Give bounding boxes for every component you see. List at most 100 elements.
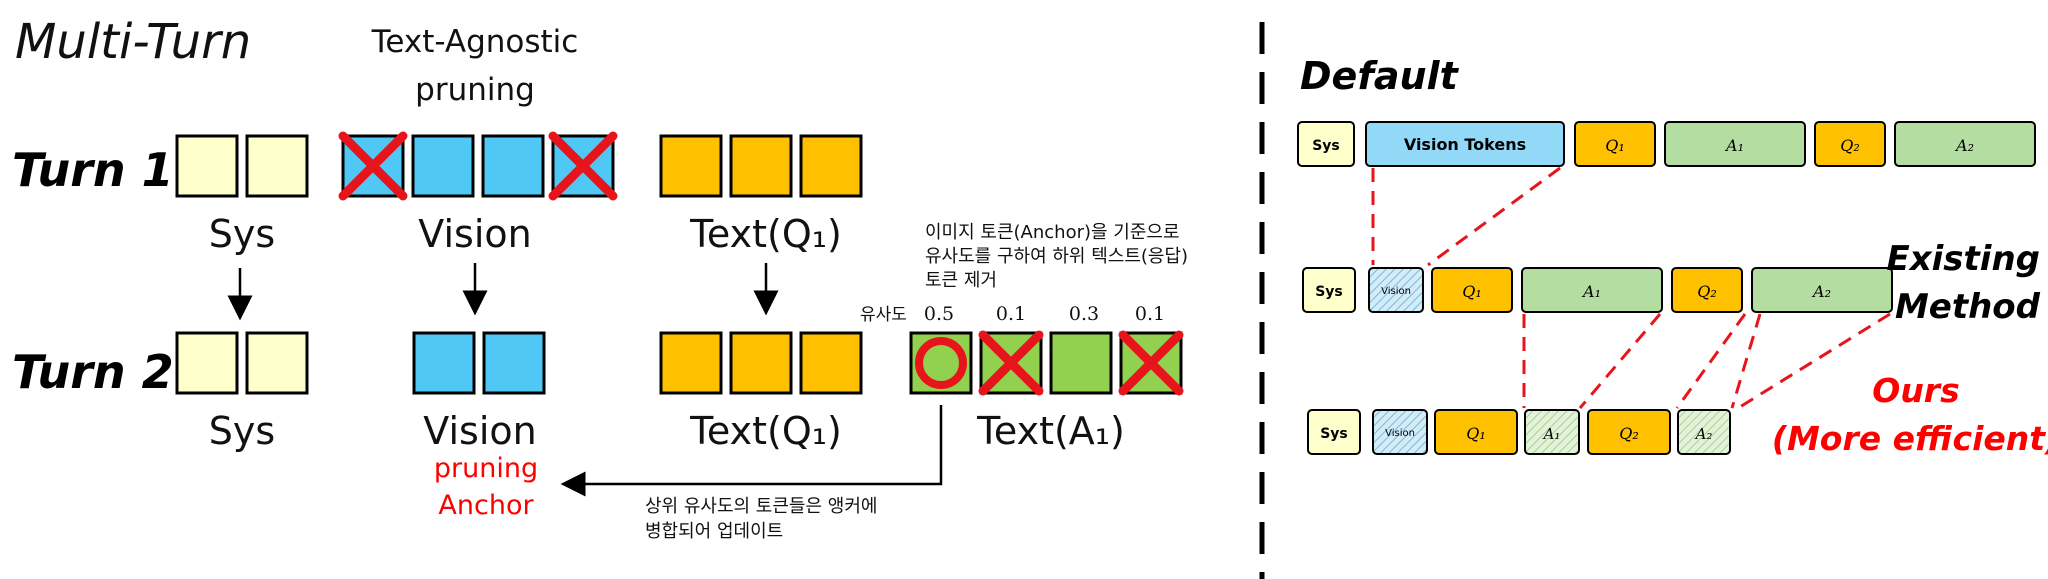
note-top-line3: 토큰 제거 [925, 270, 997, 291]
vision-tokens-label: Vision Tokens [1404, 135, 1526, 154]
a2-label: A₂ [1811, 282, 1831, 301]
turn1-text-q1-label: Text(Q₁) [689, 212, 842, 256]
multi-turn-title: Multi-Turn [15, 14, 251, 70]
turn2-label: Turn 2 [12, 345, 174, 399]
answer-token [1049, 331, 1113, 395]
turn2-answer-tokens [909, 330, 1184, 396]
a2-label: A₂ [1954, 136, 1974, 155]
a1-label: A₁ [1542, 425, 1561, 443]
sys-block [1307, 409, 1361, 455]
right-panel: Default Sys Vision Tokens Q₁ A₁ Q₂ A₂ Sy… [1297, 54, 2048, 458]
similarity-label: 유사도 [860, 305, 907, 325]
a1-block-pruned [1524, 409, 1580, 455]
vision-block [1368, 267, 1424, 313]
existing-label-line2: Method [1895, 287, 2041, 327]
a2-label: A₂ [1694, 425, 1713, 443]
q1-block [1434, 409, 1518, 455]
a1-block [1521, 267, 1663, 313]
q1-block [1574, 121, 1656, 167]
vision-token [411, 134, 475, 198]
turn1-label: Turn 1 [12, 143, 174, 197]
sys-token [175, 331, 239, 395]
pruned-cross-icon [978, 330, 1044, 396]
a2-block [1751, 267, 1893, 313]
sys-token [175, 134, 239, 198]
sys-block-label: Sys [1312, 138, 1340, 154]
sys-block [1297, 121, 1355, 167]
similarity-value: 0.1 [996, 303, 1026, 325]
vision-token [412, 331, 476, 395]
anchor-label-line2: Anchor [438, 490, 534, 521]
q2-block [1814, 121, 1886, 167]
q1-block [1431, 267, 1513, 313]
q2-block [1671, 267, 1743, 313]
similarity-value: 0.3 [1069, 303, 1099, 325]
turn2-text-q1-tokens [659, 331, 863, 395]
a2-block-pruned [1677, 409, 1731, 455]
note-top-line1: 이미지 토큰(Anchor)을 기준으로 [925, 222, 1180, 243]
sys-block [1302, 267, 1356, 313]
q2-label: Q₂ [1840, 136, 1860, 155]
vision-token [482, 331, 546, 395]
vision-tokens-block [1365, 121, 1565, 167]
vision-token [481, 134, 545, 198]
turn1-sys-tokens [175, 134, 309, 198]
q1-label: Q₁ [1466, 424, 1486, 443]
q2-block [1587, 409, 1671, 455]
turn2-vision-tokens [412, 331, 546, 395]
text-q1-token [799, 331, 863, 395]
kept-circle-icon [915, 337, 967, 389]
default-row: Sys Vision Tokens Q₁ A₁ Q₂ A₂ [1297, 121, 2036, 167]
similarity-value: 0.1 [1135, 303, 1165, 325]
q2-label: Q₂ [1697, 282, 1717, 301]
ours-label-line2: (More efficient) [1772, 419, 2048, 458]
similarity-value: 0.5 [924, 303, 954, 325]
text-q1-token [729, 134, 793, 198]
a2-block [1894, 121, 2036, 167]
pruning-header-line2: pruning [415, 72, 535, 108]
pruning-header-line1: Text-Agnostic [371, 24, 579, 60]
sys-token [245, 331, 309, 395]
turn1-vision-label: Vision [418, 212, 531, 256]
turn2-vision-label: Vision [423, 409, 536, 453]
turn2-sys-tokens [175, 331, 309, 395]
a1-block [1664, 121, 1806, 167]
q1-label: Q₁ [1462, 282, 1482, 301]
turn1-sys-label: Sys [209, 212, 275, 256]
ours-label-line1: Ours [1872, 371, 1959, 410]
default-to-existing-connectors [1371, 166, 1561, 267]
existing-to-ours-connectors [1522, 312, 1891, 412]
q1-label: Q₁ [1605, 136, 1625, 155]
text-q1-token [799, 134, 863, 198]
turn1-text-q1-tokens [659, 134, 863, 198]
text-q1-token [729, 331, 793, 395]
left-panel: Multi-Turn Text-Agnostic pruning Turn 1 … [12, 14, 1188, 542]
pruned-cross-icon [338, 131, 408, 201]
pruned-cross-icon [1118, 330, 1184, 396]
anchor-label-line1: pruning [434, 453, 538, 484]
note-bottom-line2: 병합되어 업데이트 [645, 521, 783, 542]
text-q1-token [659, 134, 723, 198]
existing-row: Sys Vision Q₁ A₁ Q₂ A₂ [1302, 267, 1893, 313]
text-q1-token [659, 331, 723, 395]
vision-block [1372, 409, 1428, 455]
existing-label-line1: Existing [1887, 239, 2041, 279]
merge-arrow [560, 405, 943, 497]
turn1-vision-tokens [338, 131, 618, 201]
sys-block-label: Sys [1315, 284, 1343, 300]
turn2-sys-label: Sys [209, 409, 275, 453]
a1-label: A₁ [1724, 136, 1744, 155]
sys-token [245, 134, 309, 198]
default-title: Default [1300, 54, 1460, 98]
ours-row: Sys Vision Q₁ A₁ Q₂ A₂ [1307, 409, 1731, 455]
note-top-line2: 유사도를 구하여 하위 텍스트(응답) [925, 246, 1188, 267]
sys-block-label: Sys [1320, 426, 1348, 442]
vision-block-label: Vision [1381, 286, 1411, 297]
a1-label: A₁ [1581, 282, 1601, 301]
turn2-text-q1-label: Text(Q₁) [689, 409, 842, 453]
vision-block-label: Vision [1385, 428, 1415, 439]
note-bottom-line1: 상위 유사도의 토큰들은 앵커에 [645, 496, 877, 517]
q2-label: Q₂ [1619, 424, 1639, 443]
turn2-text-a1-label: Text(A₁) [976, 409, 1125, 453]
